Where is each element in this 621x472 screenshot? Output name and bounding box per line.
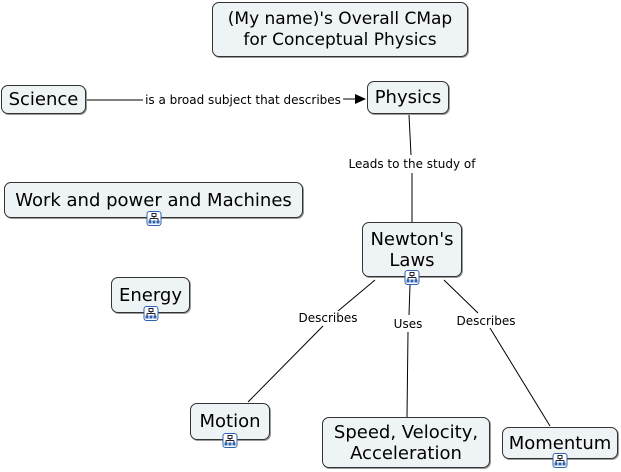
linking-phrase-newton-motion[interactable]: Describes	[296, 311, 360, 325]
map-title[interactable]: (My name)'s Overall CMap for Conceptual …	[212, 2, 468, 57]
link-describes-momentum	[489, 327, 551, 427]
concept-label: Momentum	[508, 432, 612, 454]
submap-icon[interactable]	[552, 453, 568, 468]
concept-label-line-1: Newton's	[370, 228, 454, 250]
link-uses-speed	[406, 331, 409, 418]
concept-label: Work and power and Machines	[15, 189, 292, 211]
title-line-2: for Conceptual Physics	[243, 29, 437, 50]
arrowhead-icon	[355, 94, 366, 104]
linking-phrase-science-physics[interactable]: is a broad subject that describes	[143, 93, 343, 107]
concept-label: Physics	[374, 87, 442, 108]
concept-speed-velocity-acceleration[interactable]: Speed, Velocity, Acceleration	[322, 417, 490, 468]
concept-work-power-machines[interactable]: Work and power and Machines	[4, 182, 303, 218]
title-line-1: (My name)'s Overall CMap	[227, 8, 453, 29]
concept-science[interactable]: Science	[1, 85, 86, 114]
concept-label-line-1: Speed, Velocity,	[333, 421, 479, 443]
concept-newtons-laws[interactable]: Newton's Laws	[362, 222, 462, 277]
concept-label-line-2: Acceleration	[350, 442, 462, 464]
linking-phrase-newton-speed[interactable]: Uses	[391, 317, 425, 331]
concept-label-line-2: Laws	[389, 249, 435, 271]
concept-physics[interactable]: Physics	[367, 81, 449, 114]
concept-label: Motion	[199, 411, 261, 432]
linking-phrase-newton-momentum[interactable]: Describes	[454, 314, 518, 328]
link-physics-phrase	[408, 114, 412, 156]
link-describes-motion	[247, 325, 324, 403]
concept-label: Science	[8, 89, 79, 110]
submap-icon[interactable]	[146, 211, 162, 226]
link-newton-describes-right	[443, 279, 479, 314]
link-newton-uses	[408, 284, 411, 316]
linking-phrase-physics-newton[interactable]: Leads to the study of	[346, 157, 478, 171]
submap-icon[interactable]	[143, 306, 159, 321]
concept-label: Energy	[118, 284, 183, 306]
submap-icon[interactable]	[222, 433, 238, 448]
submap-icon[interactable]	[404, 270, 420, 285]
link-newton-describes-left	[337, 279, 376, 312]
